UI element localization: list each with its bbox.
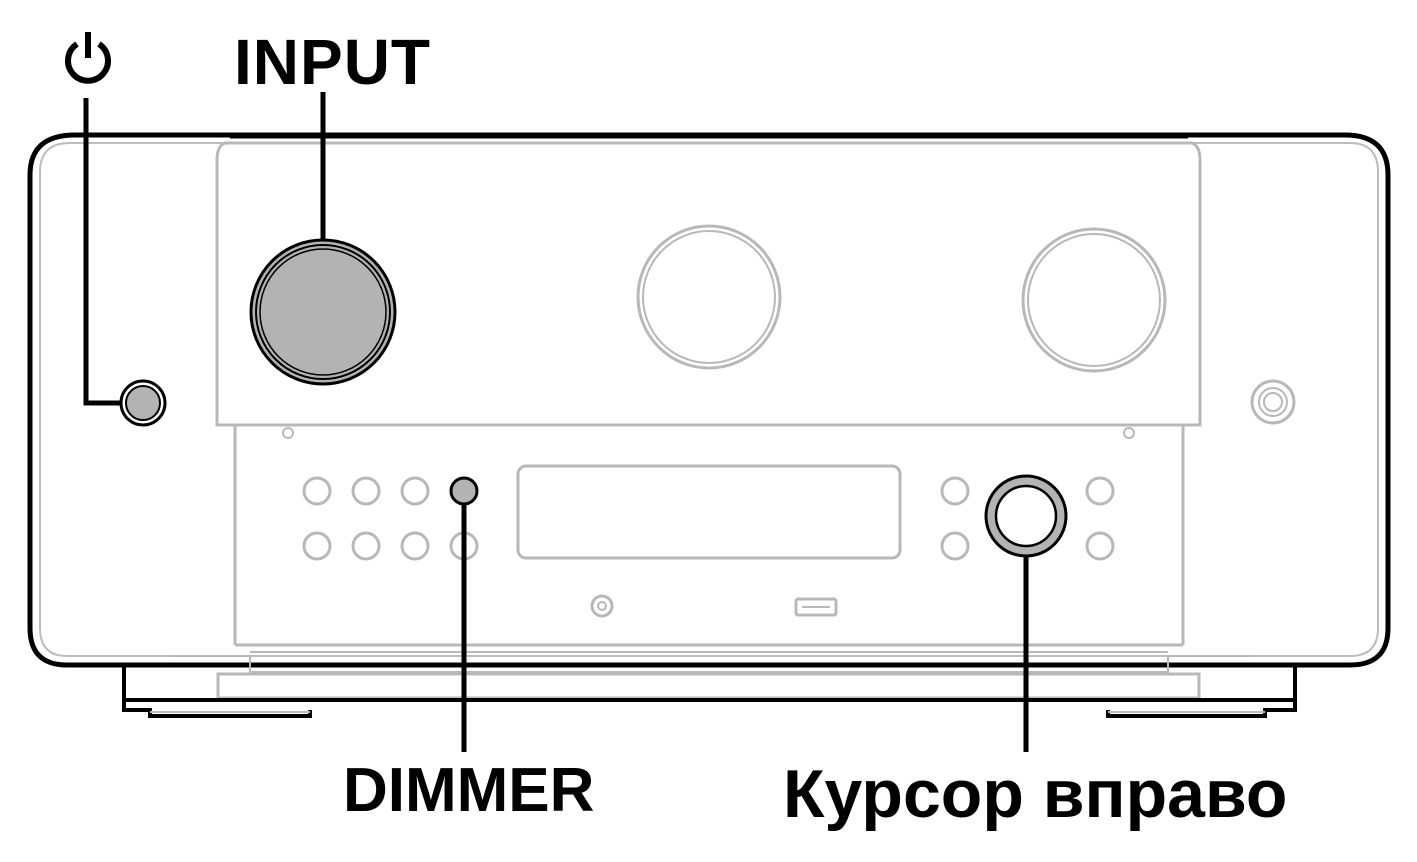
cursor-right-label: Курсор вправо (783, 756, 1288, 832)
volume-knob (1021, 227, 1167, 373)
display-window (516, 464, 902, 560)
dimmer-label: DIMMER (343, 756, 595, 825)
input-label: INPUT (234, 26, 431, 98)
power-leader-line (83, 98, 121, 406)
lower-panel (233, 425, 1185, 645)
power-button[interactable] (119, 379, 167, 427)
headphone-jack (1250, 379, 1296, 425)
screw-right (1123, 427, 1135, 439)
power-icon (65, 32, 111, 84)
right-button-grid (940, 476, 1115, 561)
screw-left (282, 427, 294, 439)
usb-port (794, 597, 838, 617)
setup-mic-jack (590, 594, 614, 618)
trim-step (170, 655, 1250, 673)
left-foot (122, 663, 1295, 718)
upper-panel (215, 141, 1202, 427)
cursor-knob[interactable] (984, 474, 1068, 558)
input-knob[interactable] (249, 238, 397, 386)
right-foot (1106, 663, 1297, 718)
chassis-outline (27, 132, 1391, 668)
base-plate (216, 672, 1201, 700)
chassis-inner-outline (39, 142, 1379, 657)
center-knob (636, 224, 782, 370)
dimmer-button[interactable] (449, 476, 479, 506)
